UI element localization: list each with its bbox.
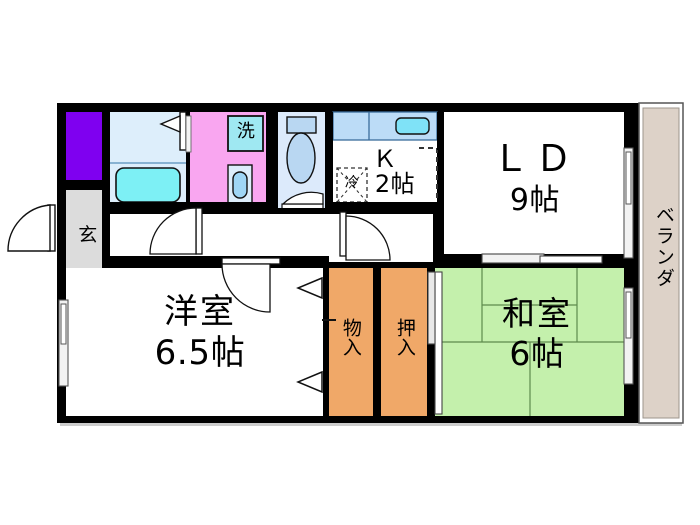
ld-floor (444, 112, 624, 260)
washitsu-balcony-window-b[interactable] (625, 291, 632, 339)
oshiire-sliding-door-b[interactable] (427, 271, 436, 345)
monoire-door-lower-icon[interactable] (296, 370, 323, 394)
kitchen-sink-icon (395, 117, 430, 135)
washroom-door-panel[interactable] (195, 207, 203, 255)
ld-washitsu-sliding-door-a[interactable] (481, 253, 545, 264)
sink-basin-icon (232, 171, 248, 199)
ld-balcony-window-b[interactable] (625, 151, 632, 205)
toilet-door-swing-icon (281, 191, 324, 205)
fridge-cross-b (336, 167, 368, 203)
washroom-window (185, 115, 192, 153)
entrance-door-swing-icon (7, 204, 51, 252)
bath-door-swing-icon (159, 114, 181, 134)
toilet-icon (286, 132, 316, 184)
washroom-door-swing-icon (149, 207, 197, 255)
genkan-step (66, 190, 110, 198)
bathtub-icon (115, 167, 181, 203)
meter-box-icon (66, 112, 102, 180)
western-room-window-b[interactable] (60, 303, 67, 345)
veranda-floor (642, 107, 680, 419)
tatami-grid (435, 268, 624, 416)
kitchen-door-panel[interactable] (339, 211, 347, 257)
bath-door-panel[interactable] (179, 111, 187, 151)
western-room-door-panel[interactable] (221, 257, 281, 265)
washer-icon (227, 115, 264, 152)
toilet-tank-icon (286, 116, 317, 134)
monoire-door-upper-icon[interactable] (296, 276, 323, 300)
oshiire-sliding-door-a[interactable] (434, 271, 443, 415)
western-room-floor (66, 268, 323, 416)
fridge-cross-a (336, 167, 368, 203)
closet-monoire-floor (327, 268, 373, 416)
western-room-door-swing-icon (221, 263, 271, 313)
ld-washitsu-sliding-door-b[interactable] (539, 255, 603, 264)
kitchen-door-swing-icon (345, 215, 391, 261)
closet-oshiire-floor (381, 268, 427, 416)
